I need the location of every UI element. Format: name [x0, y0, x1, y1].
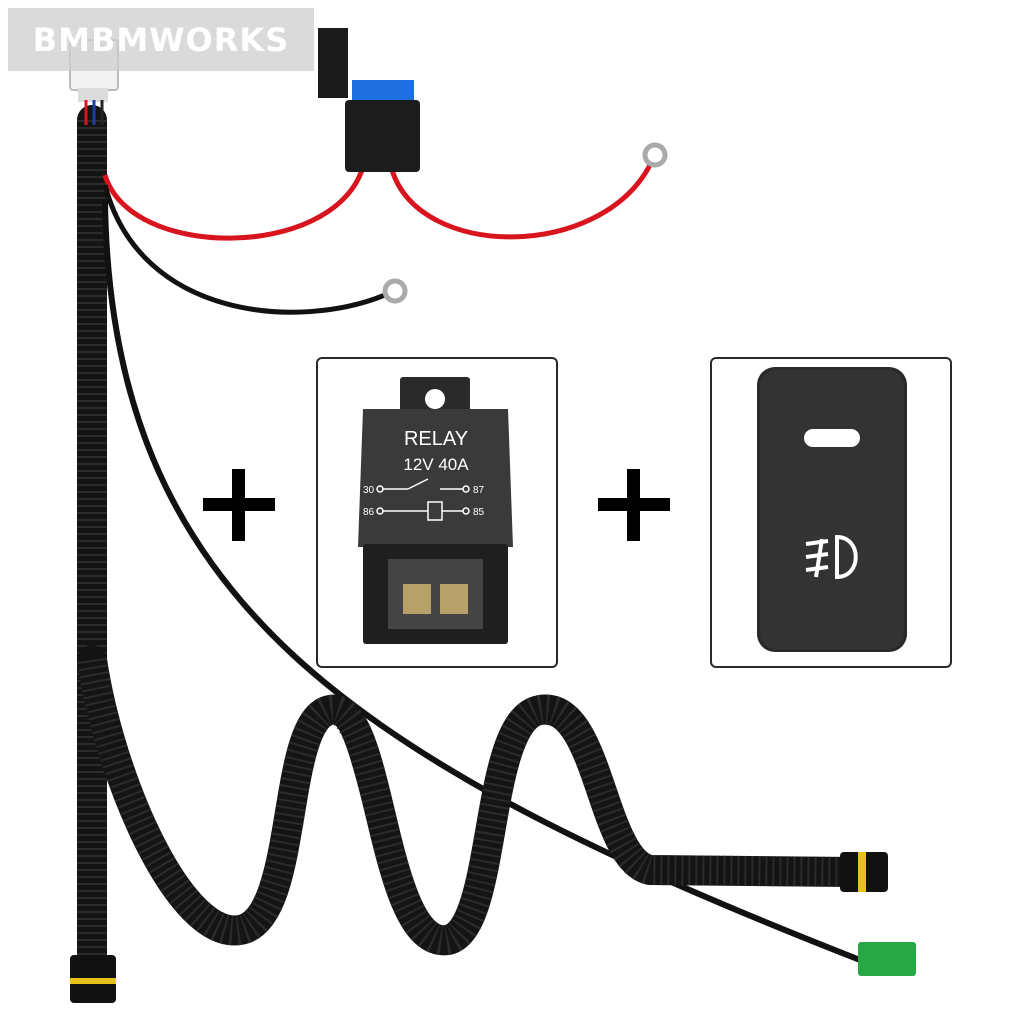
right-connector — [840, 852, 888, 892]
relay-pin-86: 86 — [363, 507, 375, 518]
switch-panel — [710, 357, 952, 668]
relay-title: RELAY — [404, 428, 468, 450]
relay-pin-87: 87 — [473, 485, 485, 496]
power-wire — [102, 142, 668, 241]
indicator-light — [804, 429, 860, 447]
plus-sign — [598, 469, 670, 541]
bottom-connector — [70, 955, 116, 1003]
relay-pin-85: 85 — [473, 507, 485, 518]
switch-image — [757, 367, 907, 652]
relay-pin-30: 30 — [363, 485, 375, 496]
relay-panel: RELAY 12V 40A 30 87 86 85 — [316, 357, 558, 668]
relay-image: RELAY 12V 40A 30 87 86 85 — [358, 377, 513, 644]
coiled-loom — [77, 645, 865, 956]
watermark: BMBMWORKS — [8, 8, 314, 71]
fog-light-icon — [805, 534, 858, 580]
plus-sign — [203, 469, 275, 541]
fuse-holder — [318, 28, 420, 172]
ground-wire — [102, 184, 408, 315]
relay-rating: 12V 40A — [403, 455, 469, 474]
watermark-text: BMBMWORKS — [32, 20, 290, 59]
